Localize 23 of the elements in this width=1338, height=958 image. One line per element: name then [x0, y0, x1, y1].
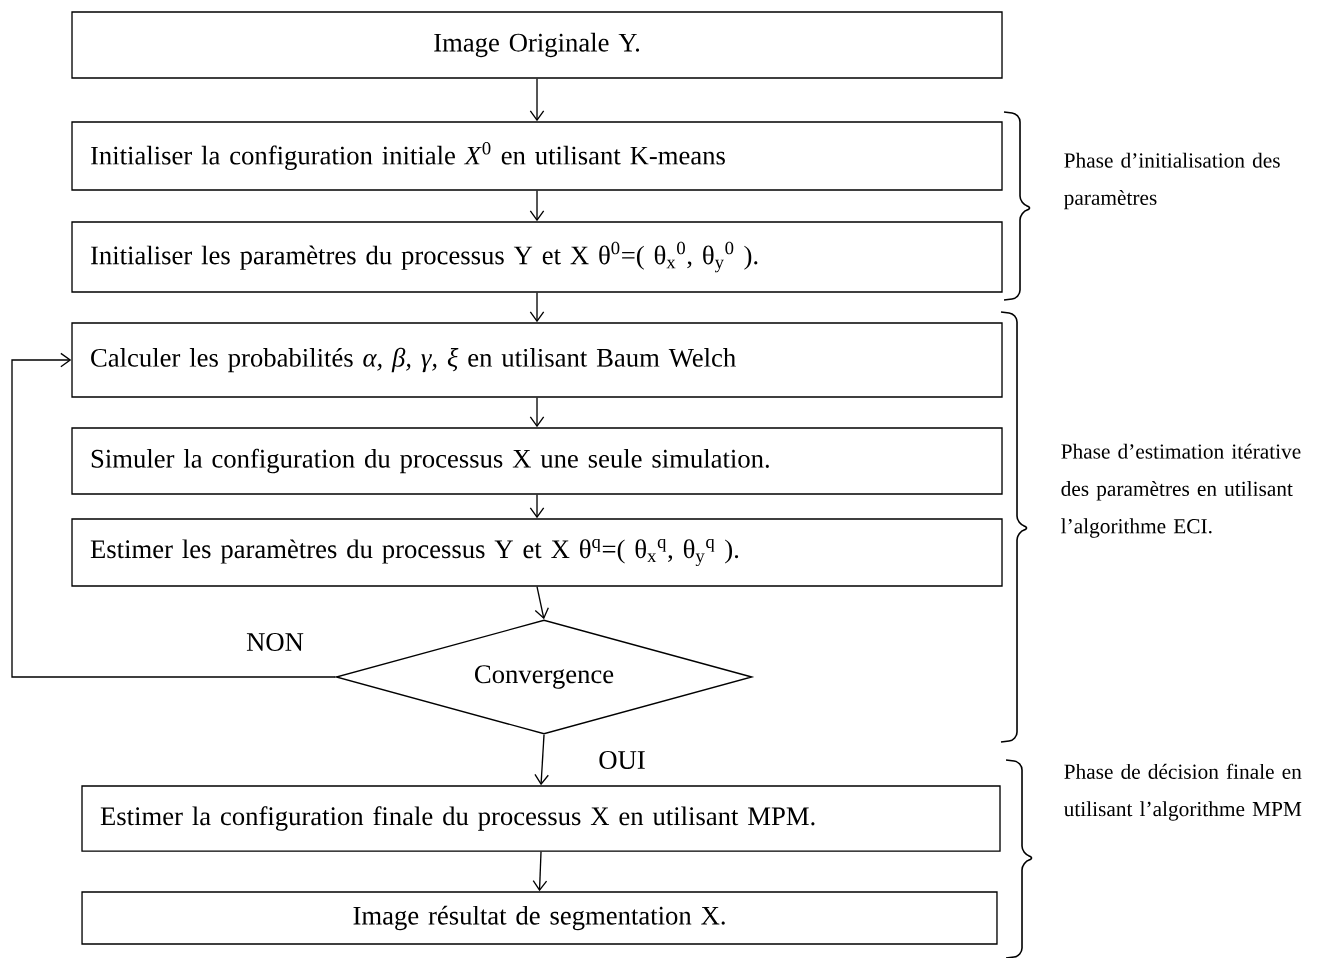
edge-label: OUI — [597, 749, 648, 771]
process-box: Image résultat de segmentation X. — [81, 891, 998, 945]
process-box: Simuler la configuration du processus X une seule simulation. — [71, 427, 1003, 495]
phase-label: Phase d’initialisation des paramètres — [1064, 152, 1280, 210]
process-box: Calculer les probabilités α, β, γ, ξ en utilisant Baum Welch — [71, 322, 1003, 398]
process-box: Estimer la configuration finale du processus X en utilisant MPM. — [81, 785, 1001, 852]
arrow — [532, 851, 548, 892]
phase-label: Phase de décision finale en utilisant l’algorithme MPM — [1063, 763, 1302, 821]
process-box: Estimer les paramètres du processus Y et X θ$^{q}$=( θ$_{x}$$^{q}$, θ$_{y}$$^{q}$ ). — [71, 518, 1003, 587]
process-box: Initialiser la configuration initiale X$^{0}$ en utilisant K-means — [71, 121, 1003, 191]
edge-label: NON — [244, 631, 306, 653]
phase-label: Phase d’estimation itérative des paramètres en utilisant l’algorithme ECI. — [1061, 443, 1301, 538]
arrow — [529, 494, 545, 519]
arrow — [529, 78, 545, 122]
arrow — [529, 397, 545, 428]
process-box: Initialiser les paramètres du processus Y et X θ$^{0}$=( θ$_{x}$$^{0}$, θ$_{y}$$^{0}$ ). — [71, 221, 1003, 293]
arrow — [534, 734, 549, 786]
node-label: Convergence — [475, 665, 614, 689]
arrow — [529, 292, 545, 323]
arrow — [534, 585, 549, 620]
arrow — [529, 190, 545, 222]
arrow — [11, 352, 336, 678]
process-box: Image Originale Y. — [71, 11, 1003, 79]
